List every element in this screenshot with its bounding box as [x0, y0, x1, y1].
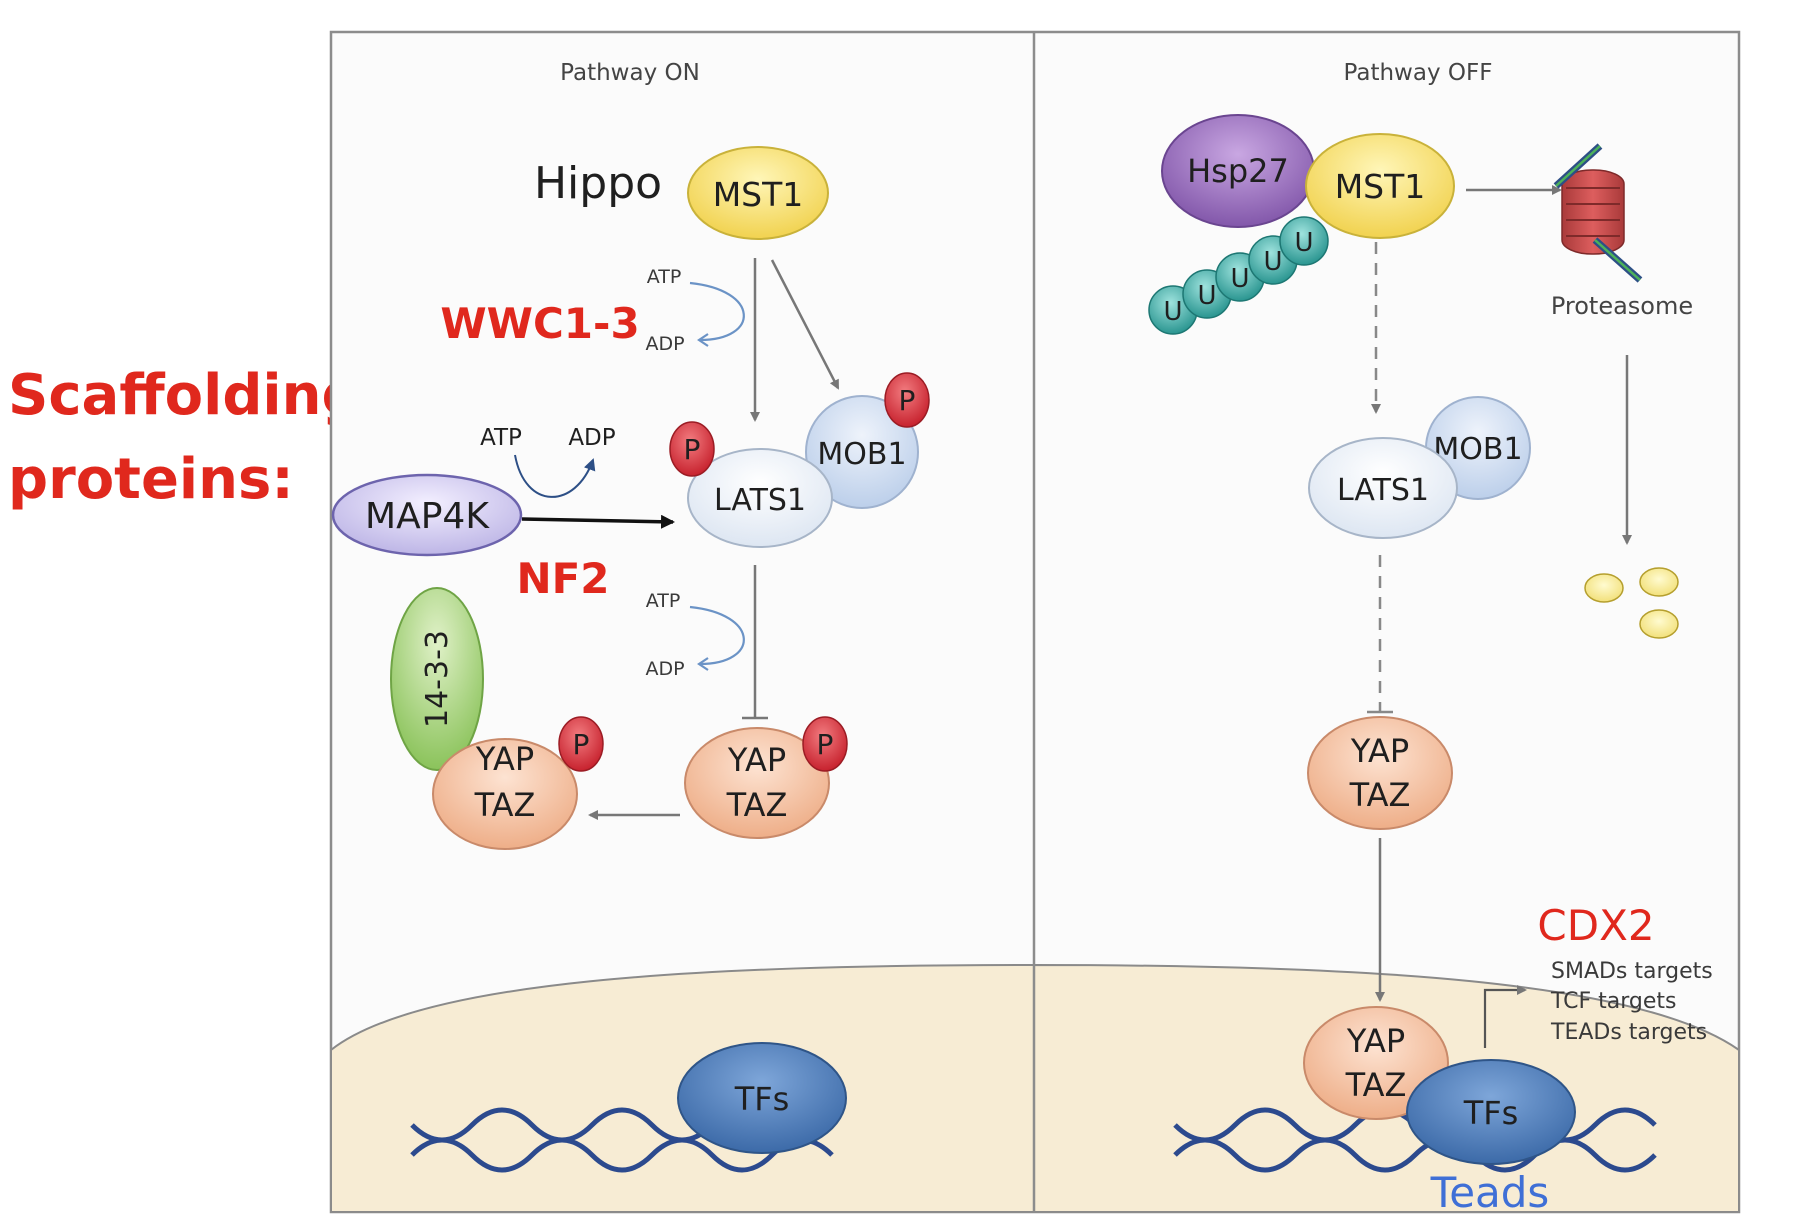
yap-taz-node-phospho: YAP TAZ	[684, 727, 830, 839]
atp-adp-curve-1	[689, 281, 745, 347]
hippo-label: Hippo	[534, 158, 662, 209]
adp-label-2: ADP	[645, 658, 684, 680]
side-label-line1: Scaffolding	[8, 363, 362, 428]
nf2-label: NF2	[516, 554, 609, 603]
svg-text:U: U	[1197, 281, 1216, 311]
yap-taz-node-off: YAP TAZ	[1307, 716, 1453, 830]
wwc-label: WWC1-3	[440, 299, 639, 348]
map4k-atp-adp-curve	[514, 454, 596, 498]
side-label-line2: proteins:	[8, 447, 294, 512]
svg-text:YAP: YAP	[475, 740, 534, 778]
svg-text:U: U	[1163, 297, 1182, 327]
tfs-node-left: TFs	[677, 1042, 847, 1154]
svg-text:P: P	[573, 728, 590, 761]
fourteen33-label: 14-3-3	[420, 630, 455, 728]
svg-text:TAZ: TAZ	[1345, 1066, 1407, 1104]
atp-label-2: ATP	[646, 590, 681, 612]
atp-adp-curve-2	[689, 605, 745, 671]
ubiquitin-chain: U U U U U	[1148, 216, 1329, 335]
svg-text:U: U	[1230, 264, 1249, 294]
ubiquitin-icon: U	[1279, 216, 1329, 266]
yap-taz-node-1433: YAP TAZ	[432, 738, 578, 850]
lats1-node-off: LATS1	[1308, 437, 1458, 539]
map4k-label: MAP4K	[365, 496, 490, 537]
target-label-teads: TEADs targets	[1550, 1020, 1707, 1045]
panel-title-on: Pathway ON	[560, 60, 700, 86]
arrow-map4k-lats1	[521, 514, 675, 529]
svg-text:P: P	[817, 728, 834, 761]
svg-text:U: U	[1294, 228, 1313, 258]
svg-text:TFs: TFs	[734, 1080, 790, 1118]
atp-label-1: ATP	[647, 266, 682, 288]
arrow-mst1-mob1	[770, 259, 840, 390]
degraded-fragments	[1584, 567, 1679, 639]
svg-text:TAZ: TAZ	[726, 786, 788, 824]
adp-label-1: ADP	[645, 333, 684, 355]
mst1-label: MST1	[713, 175, 804, 214]
cdx2-label: CDX2	[1537, 901, 1654, 950]
mob1-label: MOB1	[817, 437, 906, 472]
svg-text:U: U	[1263, 247, 1282, 277]
svg-text:YAP: YAP	[1350, 732, 1409, 770]
fourteen33-node: 14-3-3	[390, 587, 484, 771]
svg-text:P: P	[684, 433, 701, 466]
mob1-node: MOB1	[805, 395, 919, 509]
proteasome-icon	[1553, 143, 1643, 283]
yap-taz-node-nuclear: YAP TAZ	[1303, 1006, 1449, 1120]
panel-title-off: Pathway OFF	[1344, 60, 1493, 86]
svg-text:MOB1: MOB1	[1433, 432, 1522, 467]
svg-text:LATS1: LATS1	[1337, 473, 1429, 508]
svg-text:TAZ: TAZ	[474, 786, 536, 824]
svg-text:Hsp27: Hsp27	[1187, 152, 1289, 190]
phospho-badge-yap-center: P	[802, 716, 848, 772]
tfs-node-right: TFs	[1406, 1059, 1576, 1165]
svg-text:TAZ: TAZ	[1349, 776, 1411, 814]
phospho-badge-lats1: P	[669, 421, 715, 477]
svg-text:TFs: TFs	[1463, 1094, 1519, 1132]
svg-text:MST1: MST1	[1335, 167, 1426, 206]
phospho-badge-mob1: P	[884, 372, 930, 428]
mst1-node-off: MST1	[1305, 133, 1455, 239]
svg-text:YAP: YAP	[1346, 1022, 1405, 1060]
transcription-arrow	[1483, 985, 1527, 1048]
teads-label: Teads	[1430, 1168, 1550, 1217]
target-label-tcf: TCF targets	[1550, 989, 1677, 1014]
lats1-label: LATS1	[714, 483, 806, 518]
phospho-badge-yap-left: P	[558, 716, 604, 772]
atp-label-map4k: ATP	[480, 425, 522, 451]
svg-text:P: P	[899, 384, 916, 417]
target-label-smads: SMADs targets	[1551, 959, 1713, 984]
svg-text:YAP: YAP	[727, 741, 786, 779]
adp-label-map4k: ADP	[568, 425, 615, 451]
hsp27-node: Hsp27	[1161, 114, 1315, 228]
mst1-node: MST1	[687, 146, 829, 240]
map4k-node: MAP4K	[331, 473, 523, 557]
lats1-node: LATS1	[687, 448, 833, 548]
proteasome-label: Proteasome	[1551, 292, 1693, 320]
